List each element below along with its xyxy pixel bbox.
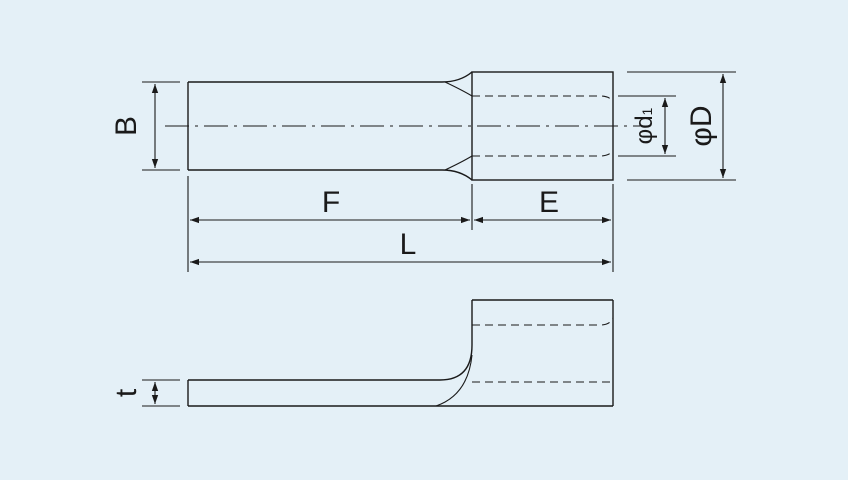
side-outline bbox=[187, 299, 614, 407]
dim-d1: φd1 bbox=[618, 95, 676, 157]
dim-D: φD bbox=[627, 71, 736, 181]
label-E: E bbox=[539, 186, 559, 219]
side-bend-curve bbox=[435, 354, 473, 407]
label-L: L bbox=[400, 228, 417, 261]
dim-L: L bbox=[190, 228, 611, 266]
top-view: B F E L φd1 bbox=[110, 71, 736, 272]
transition-flare bbox=[441, 71, 473, 181]
dim-B: B bbox=[110, 81, 180, 171]
bore-hidden-lines bbox=[472, 95, 614, 157]
label-F: F bbox=[322, 186, 340, 219]
side-bore-hidden-lines bbox=[472, 317, 614, 383]
label-t: t bbox=[110, 388, 143, 397]
dim-E: E bbox=[474, 184, 614, 272]
label-B: B bbox=[110, 116, 143, 136]
dim-F: F bbox=[187, 176, 473, 272]
label-d1: φd1 bbox=[631, 107, 658, 144]
dim-t: t bbox=[110, 379, 180, 407]
side-view: t bbox=[110, 299, 614, 407]
label-D: φD bbox=[685, 105, 718, 146]
